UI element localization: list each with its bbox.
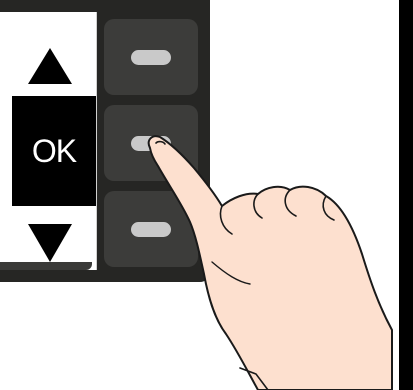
ok-display-label: OK	[12, 96, 96, 206]
pill-icon	[131, 222, 171, 237]
down-hardware-button[interactable]	[104, 191, 198, 267]
control-panel: OK	[0, 0, 210, 282]
device-edge	[399, 0, 413, 390]
triangle-up-icon	[28, 48, 72, 84]
display-screen: OK	[0, 12, 97, 270]
screen-bezel	[0, 262, 92, 270]
ok-hardware-button[interactable]	[104, 105, 198, 181]
triangle-down-icon	[28, 224, 72, 262]
pill-icon	[131, 50, 171, 65]
up-hardware-button[interactable]	[104, 19, 198, 95]
pill-icon	[131, 136, 171, 151]
